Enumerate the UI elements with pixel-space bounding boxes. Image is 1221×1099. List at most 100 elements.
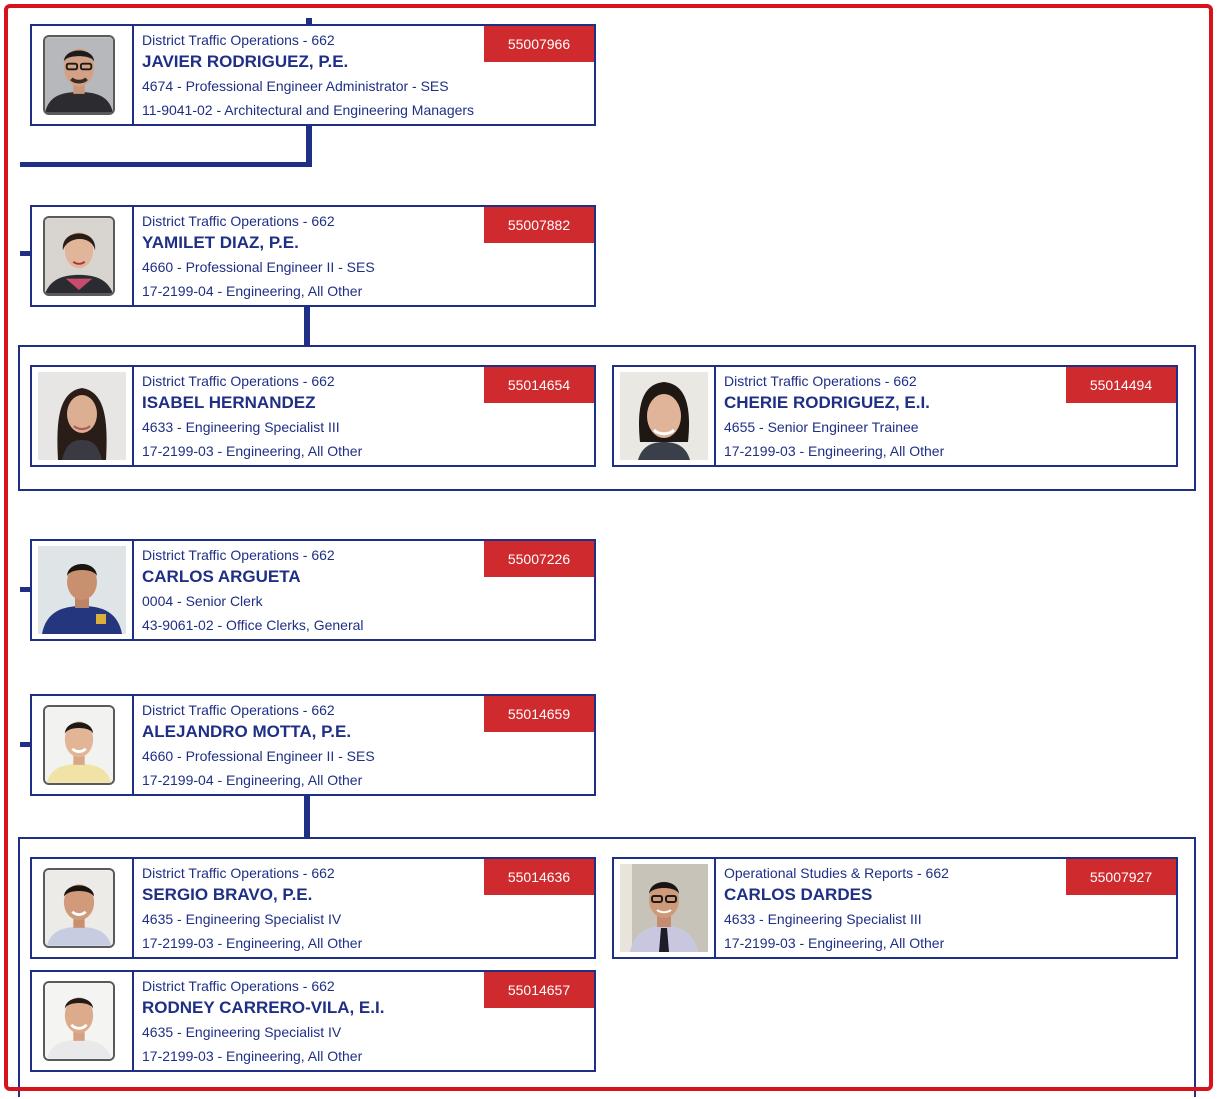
occupation-label: 17-2199-04 - Engineering, All Other bbox=[142, 772, 363, 788]
position-id-badge: 55007927 bbox=[1066, 859, 1176, 895]
photo-area bbox=[614, 367, 716, 465]
occupation-label: 17-2199-03 - Engineering, All Other bbox=[142, 443, 363, 459]
employee-name: CARLOS DARDES bbox=[724, 885, 873, 904]
occupation-label: 17-2199-03 - Engineering, All Other bbox=[142, 1048, 363, 1064]
position-label: 4635 - Engineering Specialist IV bbox=[142, 911, 342, 927]
photo-area bbox=[32, 541, 134, 639]
position-label: 4660 - Professional Engineer II - SES bbox=[142, 748, 375, 764]
connector-line bbox=[304, 796, 310, 838]
position-label: 4633 - Engineering Specialist III bbox=[142, 419, 340, 435]
woman-long-hair-photo bbox=[38, 372, 126, 460]
woman-photo bbox=[620, 372, 708, 460]
employee-card[interactable]: Operational Studies & Reports - 662 CARL… bbox=[612, 857, 1178, 959]
photo-area bbox=[32, 696, 134, 794]
employee-card[interactable]: District Traffic Operations - 662 ALEJAN… bbox=[30, 694, 596, 796]
position-id-badge: 55014659 bbox=[484, 696, 594, 732]
occupation-label: 17-2199-04 - Engineering, All Other bbox=[142, 283, 363, 299]
position-id-badge: 55014654 bbox=[484, 367, 594, 403]
man-blue-shirt-photo bbox=[38, 546, 126, 634]
employee-name: YAMILET DIAZ, P.E. bbox=[142, 233, 299, 252]
position-label: 4655 - Senior Engineer Trainee bbox=[724, 419, 919, 435]
man-photo bbox=[43, 868, 115, 948]
photo-area bbox=[32, 26, 134, 124]
card-info: District Traffic Operations - 662 ALEJAN… bbox=[142, 700, 594, 792]
employee-card[interactable]: District Traffic Operations - 662 CHERIE… bbox=[612, 365, 1178, 467]
man-tie-photo bbox=[620, 864, 708, 952]
card-info: District Traffic Operations - 662 CHERIE… bbox=[724, 371, 1176, 463]
employee-name: RODNEY CARRERO-VILA, E.I. bbox=[142, 998, 385, 1017]
position-label: 4660 - Professional Engineer II - SES bbox=[142, 259, 375, 275]
department-label: District Traffic Operations - 662 bbox=[724, 373, 917, 389]
department-label: District Traffic Operations - 662 bbox=[142, 373, 335, 389]
card-info: District Traffic Operations - 662 ISABEL… bbox=[142, 371, 594, 463]
employee-name: JAVIER RODRIGUEZ, P.E. bbox=[142, 52, 349, 71]
woman-photo bbox=[45, 218, 113, 294]
photo-area bbox=[614, 859, 716, 957]
position-label: 0004 - Senior Clerk bbox=[142, 593, 263, 609]
occupation-label: 17-2199-03 - Engineering, All Other bbox=[724, 443, 945, 459]
employee-name: CARLOS ARGUETA bbox=[142, 567, 301, 586]
department-label: District Traffic Operations - 662 bbox=[142, 978, 335, 994]
employee-name: CHERIE RODRIGUEZ, E.I. bbox=[724, 393, 930, 412]
card-info: Operational Studies & Reports - 662 CARL… bbox=[724, 863, 1176, 955]
department-label: District Traffic Operations - 662 bbox=[142, 702, 335, 718]
connector-line bbox=[20, 162, 312, 167]
position-id-badge: 55007226 bbox=[484, 541, 594, 577]
card-info: District Traffic Operations - 662 RODNEY… bbox=[142, 976, 594, 1068]
employee-card[interactable]: District Traffic Operations - 662 YAMILE… bbox=[30, 205, 596, 307]
man-photo bbox=[43, 981, 115, 1061]
man-photo bbox=[45, 870, 113, 946]
employee-name: ISABEL HERNANDEZ bbox=[142, 393, 316, 412]
man-with-glasses-photo bbox=[45, 37, 113, 113]
position-label: 4635 - Engineering Specialist IV bbox=[142, 1024, 342, 1040]
man-photo bbox=[45, 707, 113, 783]
photo-area bbox=[32, 367, 134, 465]
photo-area bbox=[32, 972, 134, 1070]
man-photo bbox=[43, 705, 115, 785]
department-label: Operational Studies & Reports - 662 bbox=[724, 865, 949, 881]
position-id-badge: 55007882 bbox=[484, 207, 594, 243]
position-id-badge: 55014636 bbox=[484, 859, 594, 895]
department-label: District Traffic Operations - 662 bbox=[142, 213, 335, 229]
department-label: District Traffic Operations - 662 bbox=[142, 32, 335, 48]
employee-card[interactable]: District Traffic Operations - 662 JAVIER… bbox=[30, 24, 596, 126]
card-info: District Traffic Operations - 662 JAVIER… bbox=[142, 30, 594, 122]
woman-photo bbox=[620, 372, 708, 460]
group-box-row-3 bbox=[18, 345, 1196, 491]
connector-line bbox=[304, 306, 310, 346]
man-with-glasses-photo bbox=[43, 35, 115, 115]
employee-card[interactable]: District Traffic Operations - 662 ISABEL… bbox=[30, 365, 596, 467]
employee-name: SERGIO BRAVO, P.E. bbox=[142, 885, 313, 904]
card-info: District Traffic Operations - 662 CARLOS… bbox=[142, 545, 594, 637]
position-label: 4633 - Engineering Specialist III bbox=[724, 911, 922, 927]
occupation-label: 17-2199-03 - Engineering, All Other bbox=[724, 935, 945, 951]
man-blue-shirt-photo bbox=[38, 546, 126, 634]
connector-line bbox=[306, 126, 312, 166]
woman-long-hair-photo bbox=[38, 372, 126, 460]
occupation-label: 17-2199-03 - Engineering, All Other bbox=[142, 935, 363, 951]
employee-name: ALEJANDRO MOTTA, P.E. bbox=[142, 722, 352, 741]
position-label: 4674 - Professional Engineer Administrat… bbox=[142, 78, 449, 94]
connector-line bbox=[20, 251, 30, 256]
occupation-label: 43-9061-02 - Office Clerks, General bbox=[142, 617, 364, 633]
card-info: District Traffic Operations - 662 SERGIO… bbox=[142, 863, 594, 955]
photo-area bbox=[32, 207, 134, 305]
woman-photo bbox=[43, 216, 115, 296]
connector-line bbox=[306, 18, 312, 26]
employee-card[interactable]: District Traffic Operations - 662 SERGIO… bbox=[30, 857, 596, 959]
employee-card[interactable]: District Traffic Operations - 662 RODNEY… bbox=[30, 970, 596, 1072]
occupation-label: 11-9041-02 - Architectural and Engineeri… bbox=[142, 102, 475, 118]
photo-area bbox=[32, 859, 134, 957]
group-box-row-6 bbox=[18, 837, 1196, 1097]
connector-line bbox=[20, 742, 30, 747]
position-id-badge: 55014657 bbox=[484, 972, 594, 1008]
man-photo bbox=[45, 983, 113, 1059]
department-label: District Traffic Operations - 662 bbox=[142, 865, 335, 881]
connector-line bbox=[20, 587, 30, 592]
card-info: District Traffic Operations - 662 YAMILE… bbox=[142, 211, 594, 303]
position-id-badge: 55014494 bbox=[1066, 367, 1176, 403]
employee-card[interactable]: District Traffic Operations - 662 CARLOS… bbox=[30, 539, 596, 641]
position-id-badge: 55007966 bbox=[484, 26, 594, 62]
department-label: District Traffic Operations - 662 bbox=[142, 547, 335, 563]
